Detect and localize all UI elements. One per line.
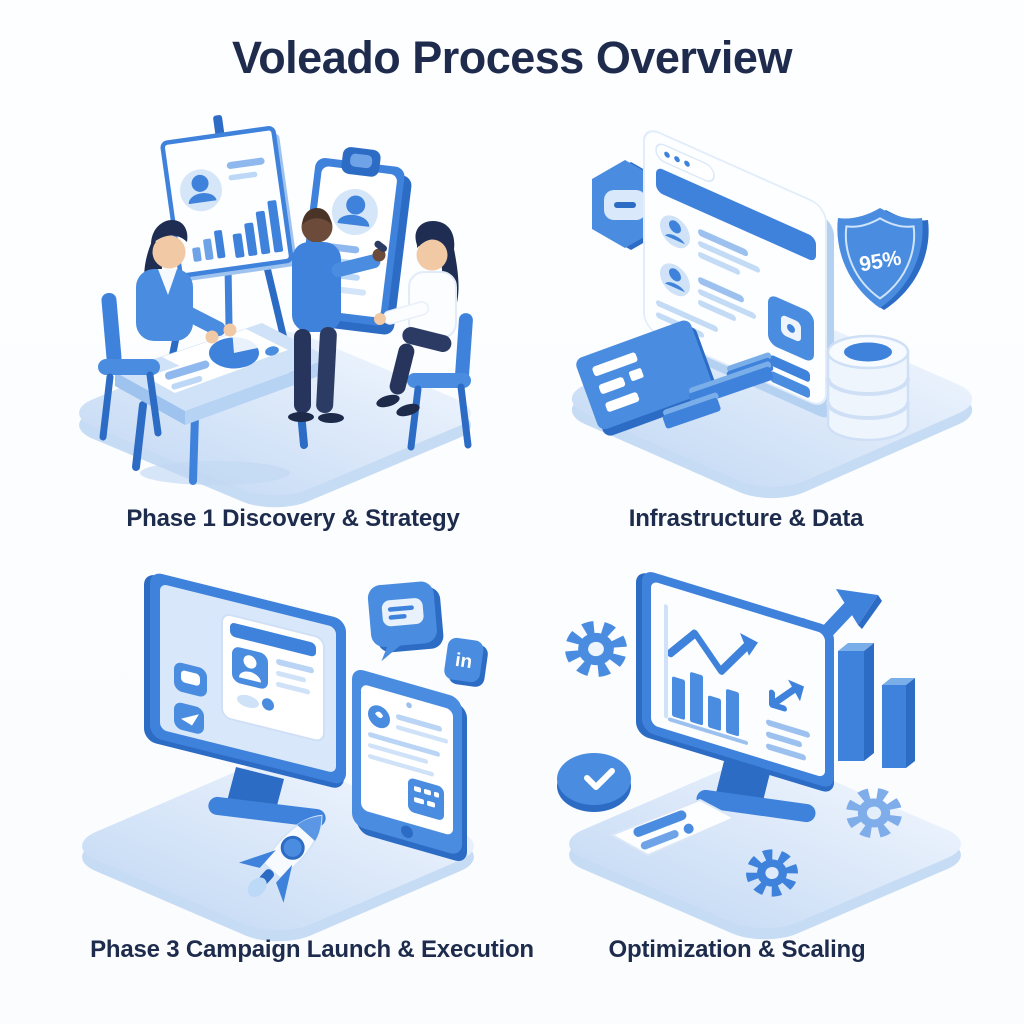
chair-icon [98,293,162,441]
clock-icon [557,753,631,812]
desktop-monitor-icon [144,573,346,828]
grid-card-icon [408,778,444,820]
stacked-bars-icon [662,352,774,429]
trend-line-icon [664,604,758,719]
presenter-person-icon [288,208,387,423]
quadrant-infrastructure-data: 95% [571,130,973,499]
linkedin-glyph: in [454,650,474,673]
bar-chart-icon [192,200,284,262]
meeting-table-icon [115,323,330,485]
caption-infrastructure: Infrastructure & Data [628,505,864,532]
send-app-icon [174,702,204,734]
quadrant-campaign-launch: in [82,573,488,942]
client-person-icon [374,221,459,417]
profile-card-icon [221,613,325,742]
user-list-icon [660,215,760,321]
gear-icon [746,849,798,897]
app-card-icon [768,296,814,361]
analytics-monitor-icon [636,572,834,823]
tablet-icon [352,669,467,862]
report-note-icon [609,798,737,857]
quadrant-discovery-strategy [79,115,473,508]
quadrant-optimization-scaling [557,572,961,940]
rocket-icon [238,814,323,903]
expand-arrow-icon [769,679,804,712]
column-bars-icon [838,643,915,768]
chair-icon [407,313,473,451]
gear-icon [565,620,627,678]
caption-phase-1: Phase 1 Discovery & Strategy [126,505,460,532]
caption-optimization: Optimization & Scaling [608,936,866,963]
window-dots-icon [655,143,715,183]
bar-chart-icon [668,672,748,745]
caption-phase-3: Phase 3 Campaign Launch & Execution [90,936,534,963]
pie-chart-document-icon [146,329,288,393]
linkedin-icon: in [444,637,488,687]
page-title: Voleado Process Overview [232,32,792,83]
security-shield-icon: 95% [837,208,929,310]
consultant-person-icon [136,220,237,344]
chat-app-icon [174,662,207,697]
message-bubble-icon [367,581,444,662]
database-cylinder-icon [826,334,910,442]
